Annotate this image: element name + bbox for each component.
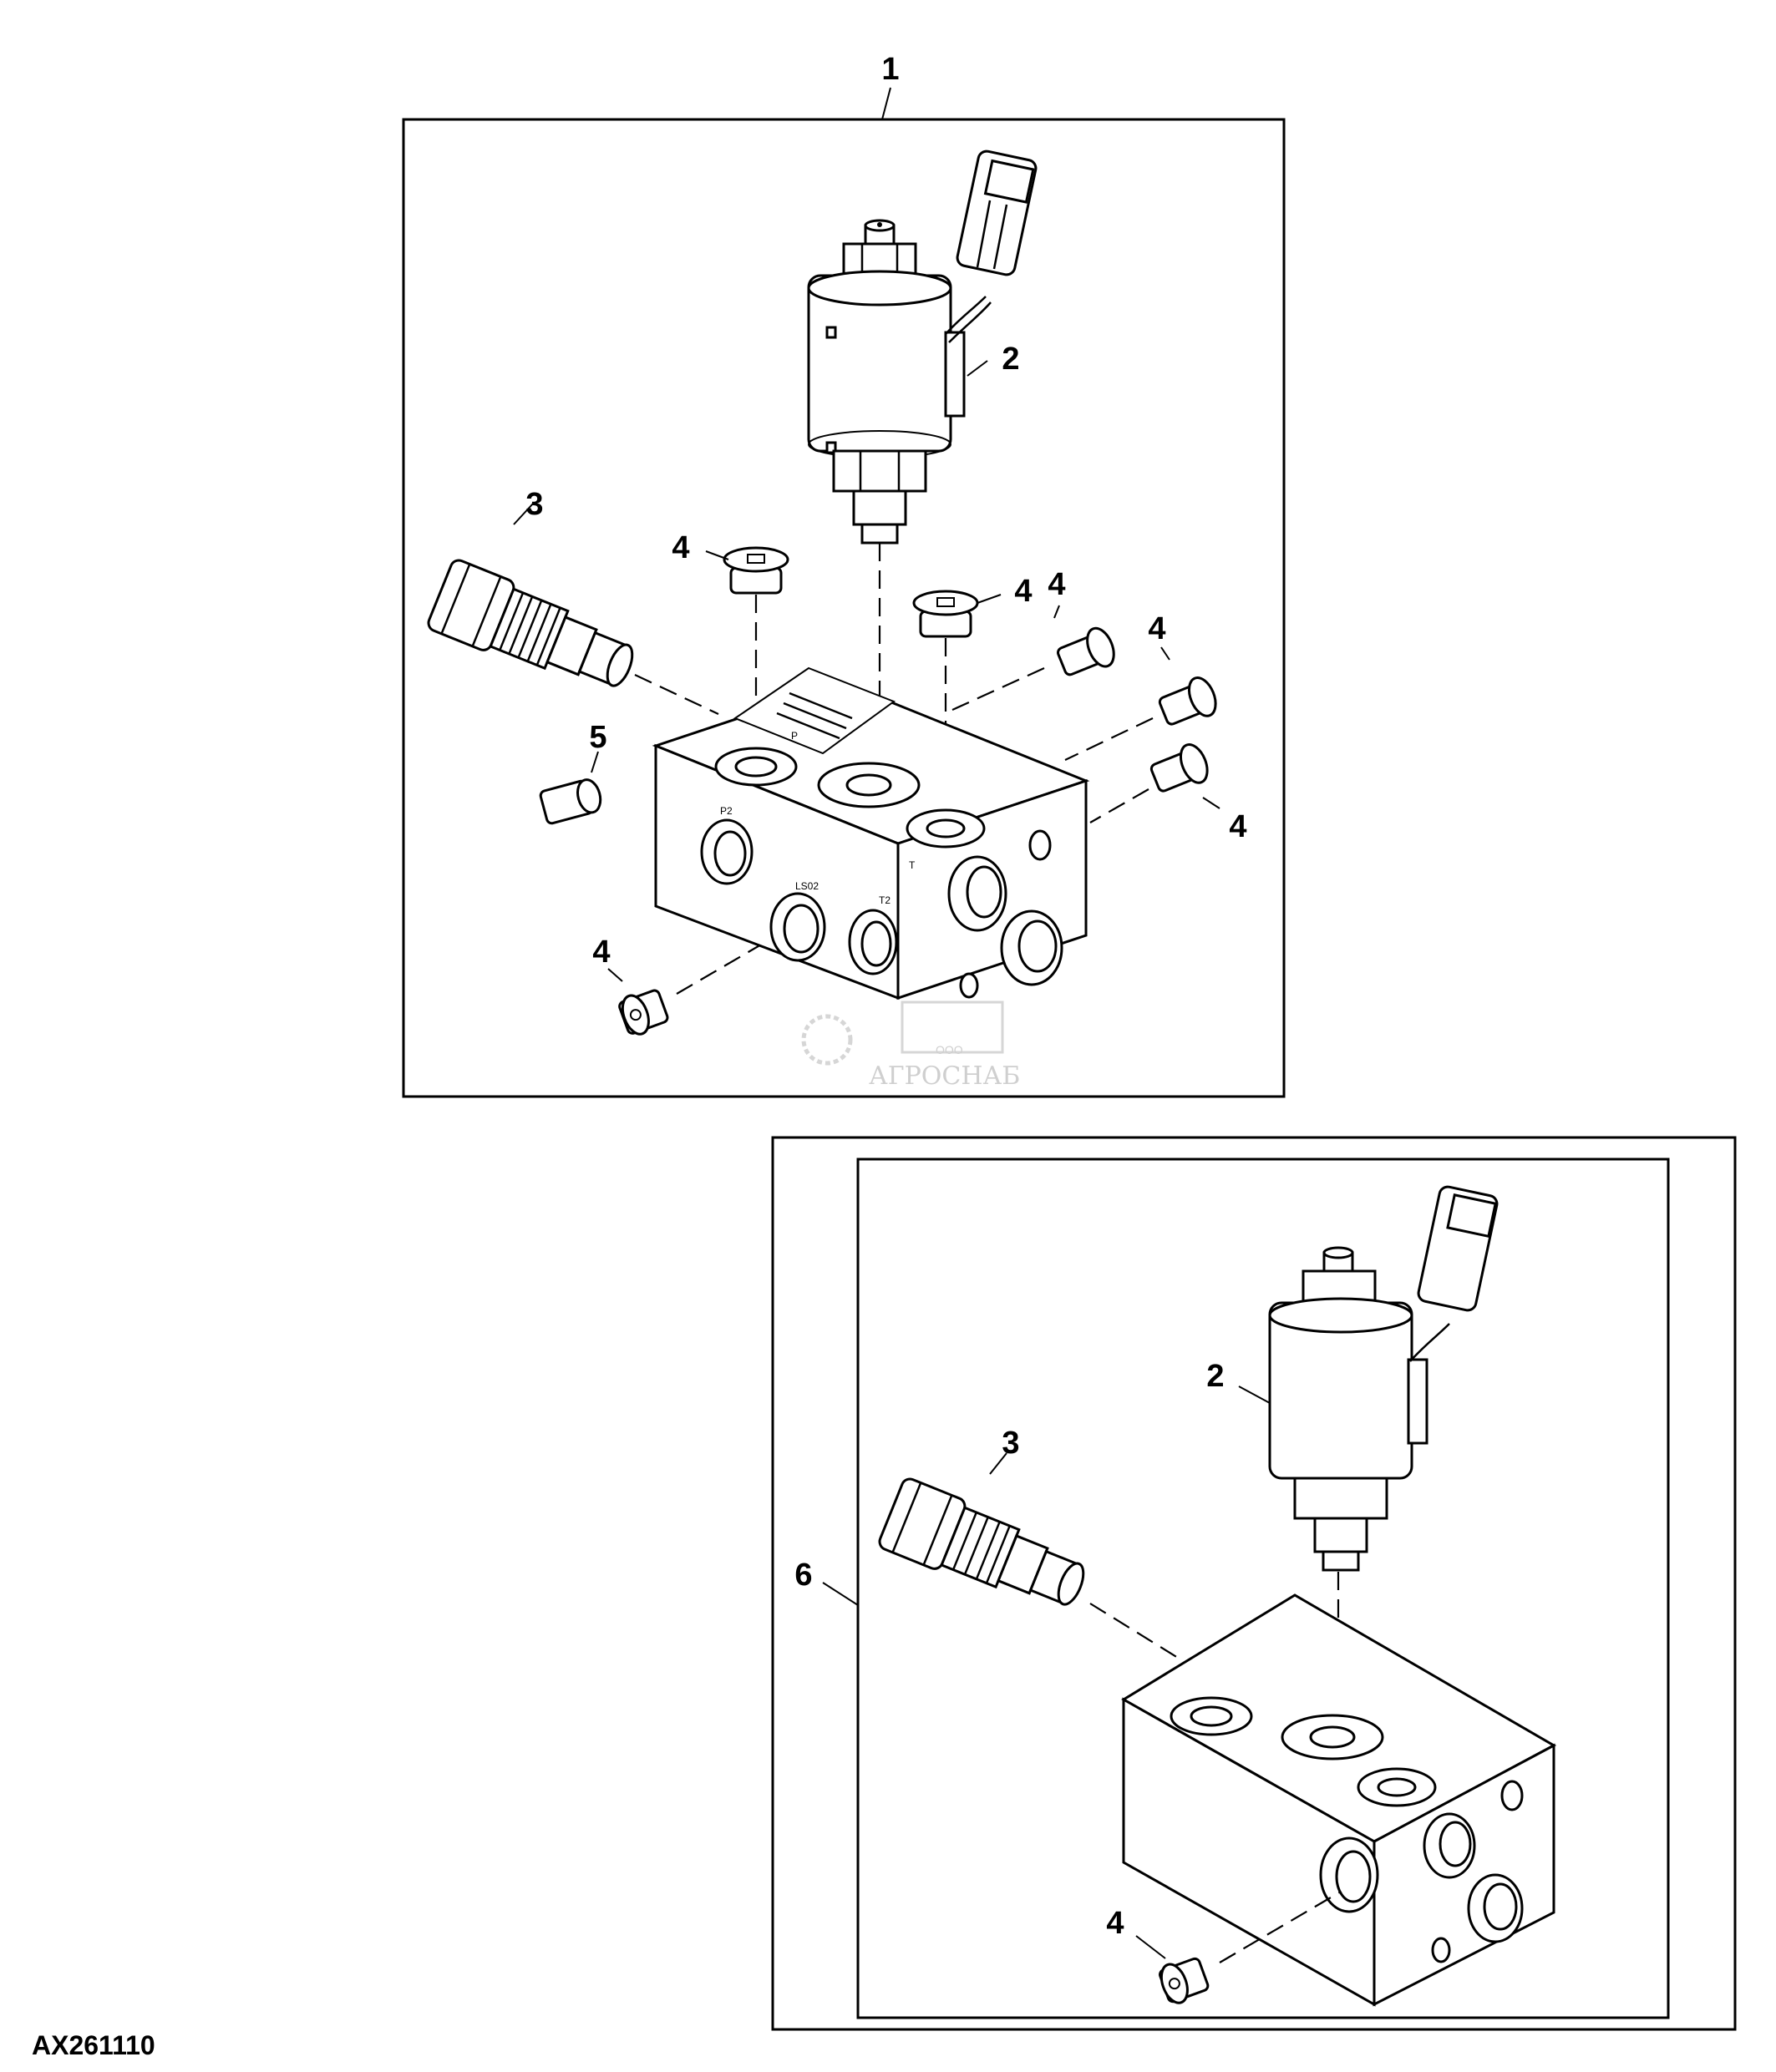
port-label-ls02: LS02 (795, 880, 819, 892)
callout-2-bottom: 2 (1206, 1359, 1224, 1394)
port-label-t2: T2 (879, 894, 891, 906)
assembly-bottom-outer-frame (771, 1136, 1737, 2031)
callout-4-right-1: 4 (1048, 567, 1065, 602)
solenoid-valve-kit (1268, 1185, 1499, 1572)
watermark-logo: ООО АГРОСНАБ (801, 1001, 1020, 1091)
plug-front-kit (1159, 1957, 1210, 2004)
port-label-t: T (909, 859, 916, 871)
manifold-block-kit (1121, 1593, 1557, 2007)
callout-4-right-3: 4 (1229, 809, 1246, 844)
callout-4-bottom: 4 (1106, 1906, 1124, 1941)
assembly-top: 1 (402, 52, 1286, 1098)
callout-2-top: 2 (1002, 342, 1019, 377)
cartridge-valve-kit (878, 1477, 1085, 1606)
callout-4-right-2: 4 (1148, 611, 1165, 646)
callout-4-front: 4 (592, 935, 610, 970)
plug-top-left (723, 546, 789, 595)
port-label-p: P (791, 730, 798, 742)
figure-id: AX261110 (32, 2030, 155, 2060)
watermark-prefix: ООО (936, 1043, 963, 1056)
assembly-bottom: 6 2 (771, 1136, 1737, 2031)
watermark-brand: АГРОСНАБ (869, 1061, 1020, 1091)
callout-3-bottom: 3 (1002, 1426, 1019, 1461)
solenoid-valve (807, 149, 1038, 545)
cap-5 (539, 778, 602, 825)
callout-4-top-mid: 4 (1014, 574, 1032, 609)
callout-5: 5 (589, 720, 606, 755)
port-label-p2: P2 (720, 805, 733, 817)
assembly-bottom-inner-frame (856, 1158, 1670, 2019)
callout-1: 1 (881, 52, 899, 87)
callout-4-top-left: 4 (672, 530, 689, 565)
callout-3-top: 3 (525, 487, 543, 522)
plug-right-1 (1057, 626, 1115, 676)
manifold-block: P P2 LS02 T2 T (652, 666, 1090, 1001)
plug-front (618, 989, 669, 1036)
plug-right-3 (1149, 743, 1209, 793)
plug-top-mid (912, 590, 979, 638)
cartridge-valve (427, 559, 634, 687)
callout-6: 6 (794, 1558, 812, 1593)
plug-right-2 (1158, 676, 1217, 726)
